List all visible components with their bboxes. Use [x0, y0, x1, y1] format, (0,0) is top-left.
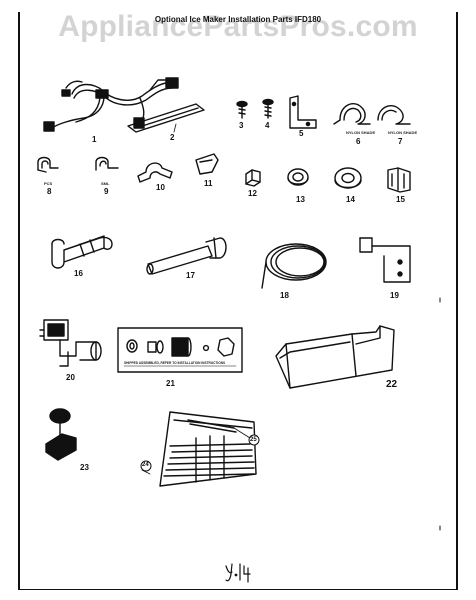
- callout-25: 25: [250, 437, 257, 443]
- callout-19: 19: [390, 291, 399, 300]
- sublabel-7: NYLON SHADE: [388, 130, 418, 135]
- panel-caption: SHIPPED ASSEMBLED, REFER TO INSTALLATION…: [124, 361, 226, 365]
- part-1-wire-harness: [43, 77, 179, 132]
- part-25-bar: [187, 419, 251, 439]
- callout-8: 8: [47, 187, 52, 196]
- callout-12: 12: [248, 189, 257, 198]
- part-13-grommet: [287, 168, 309, 186]
- handwritten-page-mark: [225, 563, 251, 583]
- callout-10: 10: [156, 183, 165, 192]
- sublabel-6: NYLON SHADE: [346, 130, 376, 135]
- callout-17: 17: [186, 271, 195, 280]
- part-17-tube: [146, 237, 227, 275]
- part-19-bracket: [359, 237, 411, 283]
- part-23-holder: [45, 408, 77, 461]
- part-20-water-valve: [39, 319, 102, 367]
- part-18-coiled-tubing: [261, 243, 327, 289]
- part-22-ice-bin: [275, 325, 395, 389]
- part-6-clamp: [333, 102, 371, 125]
- callout-circle-24: [140, 460, 152, 472]
- watermark: AppliancePartsPros.com: [58, 10, 418, 43]
- part-8-clip: [37, 156, 59, 173]
- part-24-shelf: [159, 411, 257, 487]
- part-14-grommet: [334, 167, 362, 189]
- callout-21: 21: [166, 379, 175, 388]
- callout-9: 9: [104, 187, 109, 196]
- callout-1: 1: [92, 135, 97, 144]
- callout-11: 11: [204, 179, 213, 188]
- sublabel-9: SML: [101, 181, 110, 186]
- callout-22: 22: [386, 379, 398, 390]
- callout-3: 3: [239, 121, 244, 130]
- part-7-clamp: [377, 104, 411, 125]
- callout-14: 14: [346, 195, 355, 204]
- callout-6: 6: [356, 137, 361, 146]
- diagram-border: [18, 12, 458, 590]
- part-11-clip: [195, 153, 219, 175]
- part-4-screw: [262, 98, 274, 119]
- callout-2: 2: [170, 133, 175, 142]
- part-21-panel: [117, 327, 243, 373]
- callout-24: 24: [142, 462, 149, 468]
- callout-20: 20: [66, 373, 75, 382]
- part-16-elbow: [51, 235, 113, 269]
- callout-16: 16: [74, 269, 83, 278]
- callout-15: 15: [396, 195, 405, 204]
- part-10-clip: [137, 162, 173, 183]
- part-9-clip: [95, 156, 119, 171]
- part-2-strip: [127, 103, 205, 133]
- part-15-block: [387, 167, 411, 193]
- callout-4: 4: [265, 121, 270, 130]
- callout-18: 18: [280, 291, 289, 300]
- part-12-nut: [245, 169, 261, 187]
- callout-circle-25: [248, 434, 260, 446]
- callout-7: 7: [398, 137, 403, 146]
- callout-13: 13: [296, 195, 305, 204]
- callout-23: 23: [80, 463, 89, 472]
- part-3-screw: [236, 100, 248, 119]
- callout-5: 5: [299, 129, 304, 138]
- diagram-title: Optional Ice Maker Installation Parts IF…: [154, 15, 322, 24]
- part-5-bracket: [289, 95, 317, 129]
- sublabel-8: PCS: [44, 181, 53, 186]
